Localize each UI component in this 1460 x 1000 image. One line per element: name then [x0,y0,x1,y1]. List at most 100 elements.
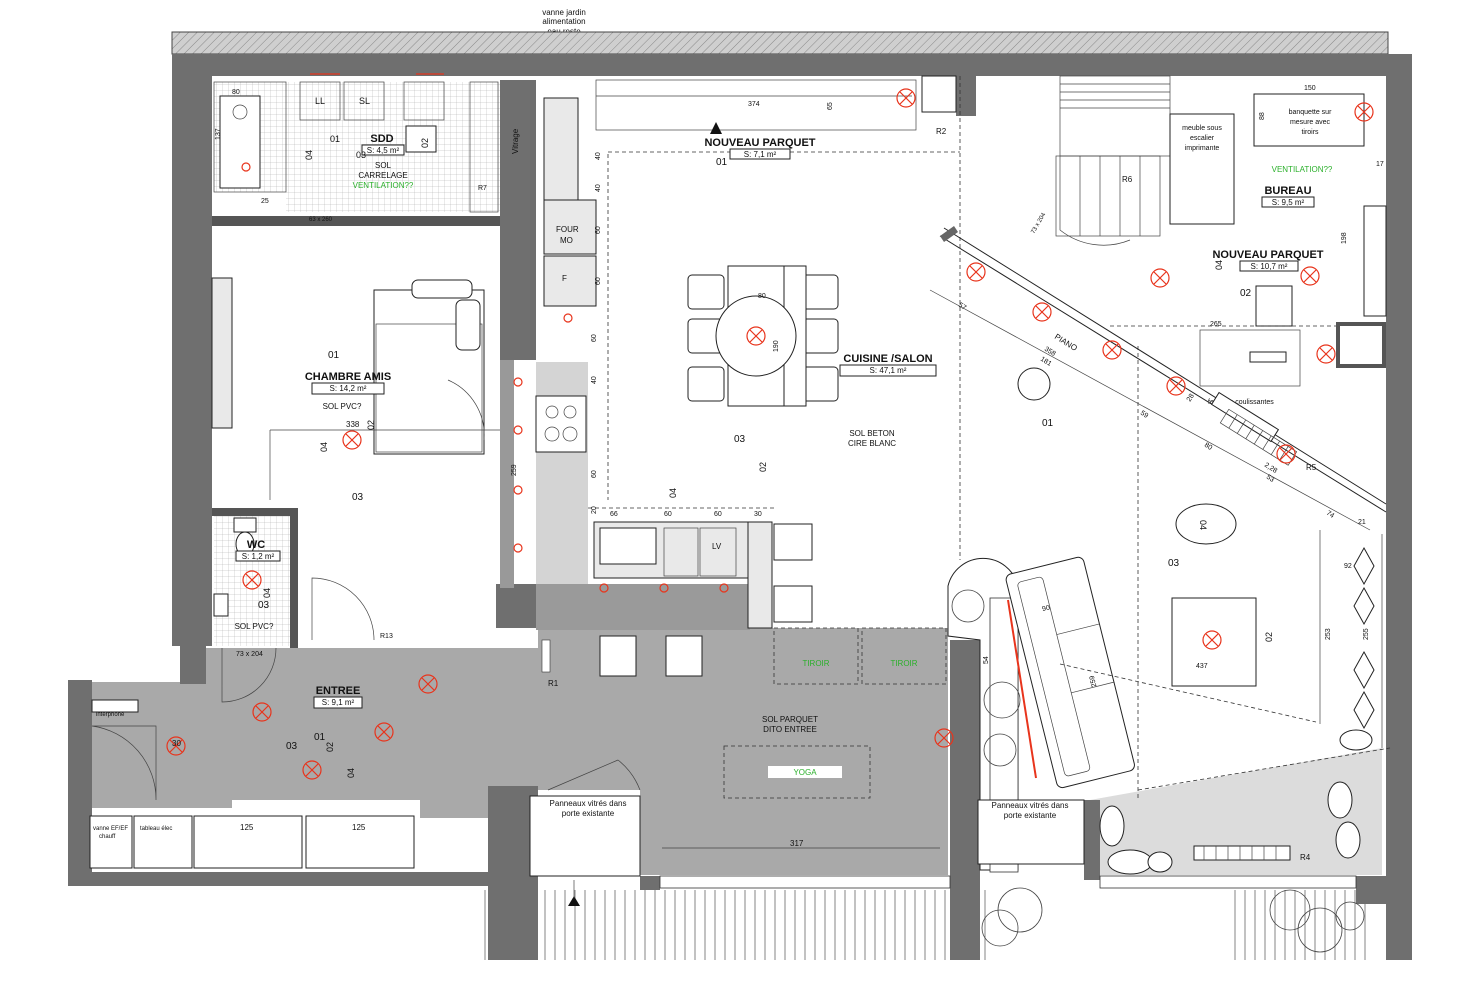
sdd-name: SDD [370,133,393,145]
marker: 04 [304,150,314,160]
dim-label: 40 [595,152,602,160]
dim-label: 54 [983,656,990,664]
dim-label: 40 [591,376,598,384]
dim-label: 53 [1265,474,1275,484]
vitrage-label: Vitrage [511,128,520,154]
wc-name: WC [247,539,265,551]
meuble-label: imprimante [1185,145,1220,152]
pillar-left [496,584,536,628]
parquet-right-area: S: 10,7 m² [1251,262,1288,271]
four-label: FOUR [556,225,579,234]
marker: 02 [420,138,430,148]
sdd-room: LL SL SDD S: 4,5 m² SOL CARRELAGE VENTIL… [213,73,499,223]
dim-label: 65 [827,102,834,110]
sps-light [1300,266,1320,286]
top-note-line: alimentation [542,17,585,26]
dim-label: 25 [261,198,269,205]
mo-label: MO [560,236,573,245]
kitchen-counter [536,362,588,584]
dim-label: 28 [1186,393,1196,403]
r13-label: R13 [380,633,393,640]
banquette-label: mesure avec [1290,119,1331,126]
dim-label: 437 [1196,663,1208,670]
interphone-label: interphone [96,712,125,718]
sps-light [1032,302,1052,322]
entree-area: S: 9,1 m² [322,698,355,707]
bottom-right-block [1356,876,1386,904]
sejour-floor: SOL PARQUET [762,715,818,724]
f-label: F [562,274,567,283]
parquet-top-area: S: 7,1 m² [744,150,777,159]
dim-label: 17 [1376,161,1384,168]
marker: 04 [1214,260,1224,270]
dim-label: 90 [1041,605,1050,614]
wc-room: WC S: 1,2 m² SOL PVC? 03 04 [213,517,281,631]
marker: 02 [1240,288,1252,299]
marker: 01 [328,350,340,361]
dim-label: 125 [240,823,254,832]
fenetres-label: fenêtres coulissantes [1208,399,1274,406]
center-pillar [950,640,980,960]
marker: 02 [1264,632,1274,642]
panneaux-label: porte existante [1004,811,1057,820]
dim-label: 125 [352,823,366,832]
terrace-wall [1084,800,1100,880]
dim-label: 73 x 204 [236,651,263,658]
entree-room: interphone 73 x 204 ENTREE S: 9,1 m² 30 … [89,577,438,869]
dim-label: 59 [1139,410,1149,420]
dim-label: 92 [1344,563,1352,570]
dim-label: 60 [595,277,602,285]
r4-label: R4 [1300,853,1311,862]
wc-top-wall [212,508,296,516]
kitchen-island-floor [536,584,750,630]
dim-label: 20 [591,506,598,514]
chambre-room: 01 CHAMBRE AMIS S: 14,2 m² SOL PVC? 338 … [211,277,500,503]
floor-fills [92,82,1382,960]
dim-label: 21 [1358,519,1366,526]
dim-label: 137 [215,128,222,140]
dim-label: 73 x 204 [1031,211,1048,235]
r2-label: R2 [936,127,947,136]
marker: 03 [734,434,746,445]
lv-label: LV [712,542,722,551]
top-wall-hatch [171,31,1389,55]
top-wall [172,54,1412,76]
meuble-label: escalier [1190,135,1215,142]
kitchen: FOUR MO F Vitrage 40 40 60 60 60 40 60 2… [511,97,813,688]
deck [480,890,990,960]
dim-label: 60 [591,470,598,478]
sl-label: SL [359,96,370,106]
dim-label: 259 [1089,675,1099,688]
vanne-label: chauff [99,834,116,840]
parquet-top: 374 65 NOUVEAU PARQUET S: 7,1 m² 01 R2 [595,75,960,168]
entree-floor [92,648,538,818]
bureau-ventilation: VENTILATION?? [1272,165,1333,174]
bureau-area: S: 9,5 m² [1272,198,1305,207]
dim-label: 259 [511,464,518,476]
dim-label: 88 [1259,112,1266,120]
dim-label: 338 [346,420,360,429]
wc-area: S: 1,2 m² [242,552,275,561]
piano-label: PIANO [1053,332,1079,353]
sejour: TIROIR TIROIR SOL PARQUET DITO ENTREE YO… [529,627,954,906]
right-wall [1386,54,1412,960]
marker: 04 [1198,520,1208,530]
tiroir-label: TIROIR [890,659,917,668]
r7-label: R7 [478,185,487,192]
wc-right-wall [290,508,298,648]
dim-label: 80 [758,293,766,300]
panneaux-label: Panneaux vitrés dans [992,801,1069,810]
tiroir-label: TIROIR [802,659,829,668]
marker: 02 [366,420,376,430]
dim-label: 190 [773,340,780,352]
panneaux-label: porte existante [562,809,615,818]
bottom-left-wall [68,872,488,886]
dim-label: 181 [1039,356,1053,368]
sejour-floor: DITO ENTREE [763,725,817,734]
dim-label: 255 [1363,628,1370,640]
dim-label: 30 [754,511,762,518]
dim-label: 317 [790,839,804,848]
marker: 03 [356,150,366,160]
marker: 03 [352,492,364,503]
cuisine-name: CUISINE /SALON [843,353,932,365]
